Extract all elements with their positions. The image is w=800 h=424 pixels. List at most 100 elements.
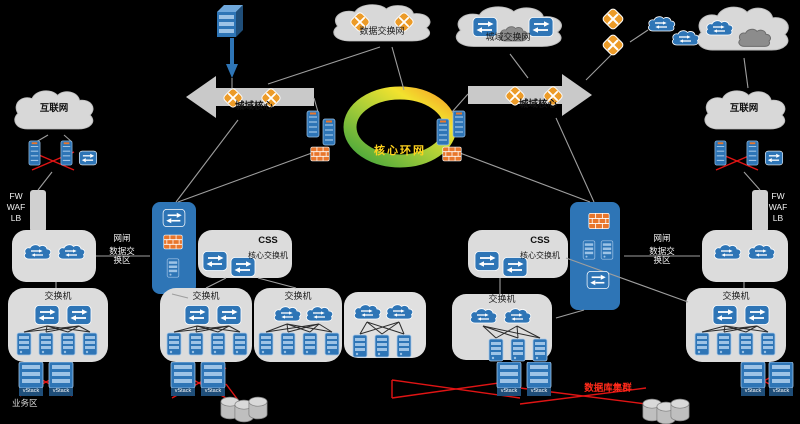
connector-line: [451, 93, 469, 113]
vstack-label: vStack: [174, 388, 192, 394]
db-cluster-label: 数据库集群: [584, 383, 632, 394]
edge-label: WAF: [768, 202, 788, 212]
connector-line: [743, 171, 761, 191]
mesh-line: [366, 321, 383, 335]
zone-label: 业务区: [12, 398, 38, 408]
ring-label: 核心环网: [374, 145, 426, 157]
zone-mid-left: [12, 230, 96, 282]
connector-line: [257, 277, 297, 289]
mesh-line: [286, 323, 333, 333]
mesh-line: [495, 325, 518, 339]
mesh-line: [265, 323, 288, 333]
cluster-link-red: [225, 383, 239, 401]
vstack-label: vStack: [530, 388, 548, 394]
cluster-link-red: [519, 387, 647, 405]
mesh-line: [516, 325, 519, 339]
connector-line: [177, 149, 321, 203]
mesh-line: [173, 325, 198, 333]
mesh-line: [359, 321, 368, 335]
mesh-line: [359, 321, 400, 335]
mesh-line: [701, 325, 758, 333]
mesh-line: [723, 325, 758, 333]
mesh-line: [195, 325, 198, 333]
vstack-label: vStack: [52, 388, 70, 394]
metro-core-arrow-right: [468, 74, 592, 116]
mesh-line: [756, 325, 769, 333]
core-switch-label: 核心交换机: [248, 251, 288, 260]
mesh-line: [724, 325, 769, 333]
switch-label: 交换机: [722, 291, 750, 301]
mesh-line: [173, 325, 230, 333]
mesh-line: [366, 321, 405, 335]
metro-core-label: 城域核心: [518, 99, 557, 110]
mesh-line: [724, 325, 747, 333]
mesh-line: [195, 325, 230, 333]
vstack-label: vStack: [204, 388, 222, 394]
security-ribbon: [752, 190, 768, 232]
internet-label: 互联网: [729, 103, 759, 114]
switch-label: 交换机: [284, 291, 312, 301]
cloud-internet-right: [704, 90, 786, 130]
mesh-line: [23, 325, 48, 333]
connector-line: [267, 46, 381, 85]
connector-line: [313, 97, 319, 113]
mesh-line: [745, 325, 758, 333]
edge-label: FW: [9, 191, 23, 201]
edge-label: FW: [771, 191, 785, 201]
gateway-label: 网闸: [653, 233, 671, 243]
mesh-line: [482, 325, 519, 339]
connector-line: [629, 29, 649, 43]
connector-line: [509, 53, 529, 79]
switch-label: 交换机: [44, 291, 72, 301]
vstack-label: vStack: [744, 388, 762, 394]
connector-line: [565, 257, 689, 303]
mesh-line: [398, 321, 405, 335]
zone-switch-3: [254, 288, 342, 362]
connector-line: [205, 277, 227, 289]
mesh-line: [46, 325, 91, 333]
core-ring: [343, 86, 457, 168]
mesh-line: [482, 325, 497, 339]
mesh-line: [318, 323, 333, 333]
mesh-line: [46, 325, 69, 333]
vstack-label: vStack: [22, 388, 40, 394]
edge-label: WAF: [6, 202, 26, 212]
connector-line: [451, 149, 591, 203]
mesh-line: [381, 321, 400, 335]
css-label: CSS: [258, 235, 278, 246]
vstack-label: vStack: [772, 388, 790, 394]
connector-line: [585, 53, 613, 81]
switch-label: 交换机: [192, 291, 220, 301]
switch-label: 交换机: [488, 294, 516, 304]
mesh-line: [723, 325, 726, 333]
mesh-line: [286, 323, 311, 333]
feed-arrowhead: [226, 64, 238, 78]
mesh-line: [45, 325, 80, 333]
mesh-line: [286, 323, 289, 333]
gateway-label: 网闸: [113, 233, 131, 243]
core-switch-label: 核心交换机: [520, 251, 560, 260]
security-ribbon: [30, 190, 46, 232]
vstack-label: vStack: [500, 388, 518, 394]
mesh-line: [265, 323, 320, 333]
mesh-line: [228, 325, 241, 333]
mesh-line: [196, 325, 219, 333]
cloud-label: 城域交换网: [485, 32, 531, 42]
mesh-line: [23, 325, 80, 333]
cloud-internet-left: [14, 90, 94, 130]
mesh-line: [482, 325, 541, 339]
mesh-line: [309, 323, 320, 333]
connector-line: [37, 171, 53, 191]
edge-label: LB: [10, 213, 22, 223]
cloud-label: 数据交换网: [359, 26, 405, 36]
mesh-line: [45, 325, 48, 333]
exchange-zone-label: 数据交换区: [649, 246, 675, 266]
connector-line: [175, 119, 239, 203]
mesh-line: [196, 325, 241, 333]
internet-label: 互联网: [39, 103, 69, 114]
zone-mid-right: [702, 230, 788, 282]
mesh-line: [287, 323, 320, 333]
connector-line: [555, 309, 585, 319]
